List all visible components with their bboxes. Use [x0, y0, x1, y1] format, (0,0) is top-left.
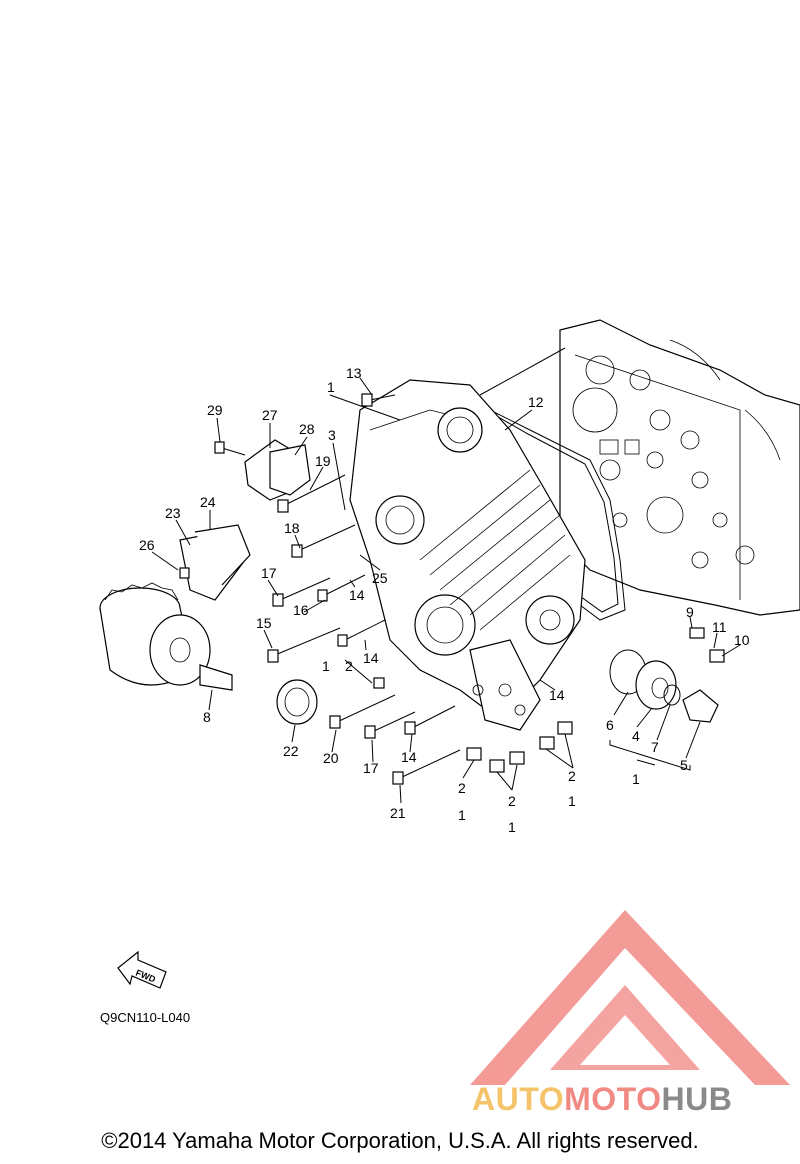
copyright-notice: ©2014 Yamaha Motor Corporation, U.S.A. A… [101, 1128, 699, 1153]
callout-label: 5 [680, 757, 688, 773]
callout-label: 11 [712, 619, 727, 635]
callout-label: 14 [349, 587, 365, 603]
callout-label: 19 [315, 453, 331, 469]
watermark-text: AUTOMOTOHUB [472, 1081, 732, 1117]
callout-label: 29 [207, 402, 223, 418]
callout-label: 1 [632, 771, 640, 787]
front-cover [349, 379, 586, 731]
callout-label: 24 [200, 494, 216, 510]
callout-label: 2 [345, 658, 353, 674]
leader-lines [151, 347, 741, 804]
callout-label: 15 [256, 615, 272, 631]
callout-label: 18 [284, 520, 300, 536]
relief-valve [609, 627, 725, 723]
callout-label: 22 [283, 743, 299, 759]
callout-label: 28 [299, 421, 315, 437]
callout-label: 10 [734, 632, 750, 648]
callout-label: 1 [568, 793, 576, 809]
callout-label: 16 [293, 602, 309, 618]
callout-label: 3 [328, 427, 336, 443]
fwd-arrow-icon: FWD [117, 950, 167, 989]
callout-label: 1 [322, 658, 330, 674]
callout-label: 21 [390, 805, 406, 821]
watermark-part-moto: MOTO [564, 1081, 661, 1117]
callout-label: 13 [346, 365, 362, 381]
callout-label: 14 [363, 650, 379, 666]
engine-block [559, 319, 800, 616]
callout-label: 23 [165, 505, 181, 521]
callout-label: 12 [528, 394, 544, 410]
callout-label: 25 [372, 570, 388, 586]
bolts [179, 393, 461, 785]
plugs [466, 721, 573, 773]
callout-label: 14 [549, 687, 565, 703]
callout-label: 1 [327, 379, 335, 395]
callout-label: 2 [458, 780, 466, 796]
callout-label: 4 [632, 728, 640, 744]
callout-label: 17 [363, 760, 379, 776]
callout-label: 9 [686, 604, 694, 620]
callout-label: 26 [139, 537, 155, 553]
callout-label: 27 [262, 407, 278, 423]
watermark-part-hub: HUB [661, 1081, 732, 1117]
oil-seal [276, 679, 318, 725]
callout-label: 6 [606, 717, 614, 733]
callout-label: 2 [568, 768, 576, 784]
callout-label: 17 [261, 565, 277, 581]
callout-label: 7 [651, 739, 659, 755]
nipple [199, 664, 233, 691]
oil-filter [99, 582, 211, 686]
watermark-logo [470, 910, 790, 1085]
callout-label: 8 [203, 709, 211, 725]
callout-label: 1 [508, 819, 516, 835]
callout-label: 14 [401, 749, 417, 765]
diagram-code: Q9CN110-L040 [100, 1010, 190, 1025]
callout-label: 2 [508, 793, 516, 809]
watermark-part-auto: AUTO [472, 1081, 564, 1117]
callout-label: 20 [323, 750, 339, 766]
callout-label: 1 [458, 807, 466, 823]
